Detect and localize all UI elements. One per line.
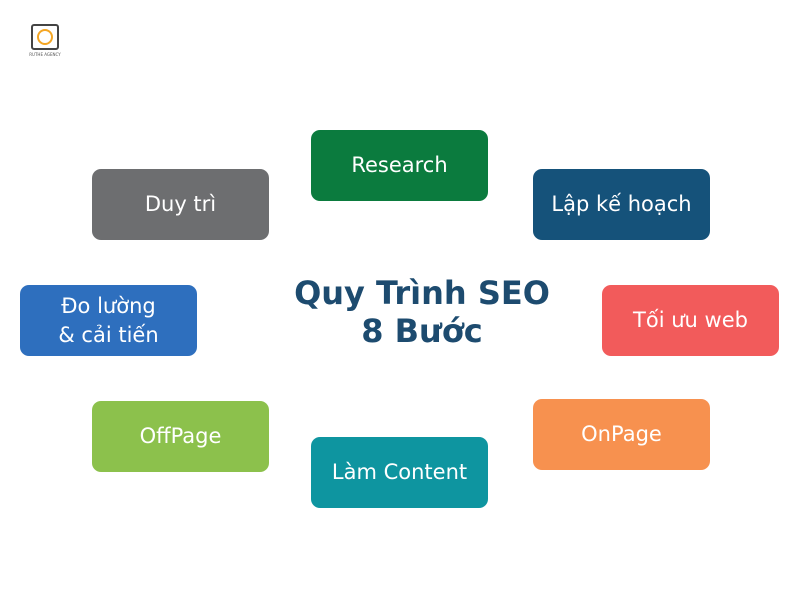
step-measure-improve: Đo lường & cải tiến: [20, 285, 197, 356]
title-line-2: 8 Bước: [361, 312, 483, 350]
step-planning: Lập kế hoạch: [533, 169, 710, 240]
step-label: Research: [351, 153, 448, 177]
logo-text: RUTHE AGENCY: [29, 52, 61, 57]
diagram-title: Quy Trình SEO 8 Bước: [272, 274, 572, 350]
step-label: Tối ưu web: [633, 308, 748, 332]
step-offpage: OffPage: [92, 401, 269, 472]
step-content: Làm Content: [311, 437, 488, 508]
step-label: Làm Content: [331, 460, 468, 484]
step-label: OnPage: [581, 422, 662, 446]
step-label: Lập kế hoạch: [551, 192, 692, 216]
step-label: Duy trì: [144, 192, 217, 216]
logo: RUTHE AGENCY: [22, 24, 68, 57]
step-onpage: OnPage: [533, 399, 710, 470]
logo-icon: [31, 24, 59, 50]
title-line-1: Quy Trình SEO: [294, 274, 550, 312]
step-maintain: Duy trì: [92, 169, 269, 240]
step-label: Đo lường & cải tiến: [58, 293, 159, 347]
step-label: OffPage: [139, 424, 222, 448]
step-web-optimization: Tối ưu web: [602, 285, 779, 356]
step-research: Research: [311, 130, 488, 201]
